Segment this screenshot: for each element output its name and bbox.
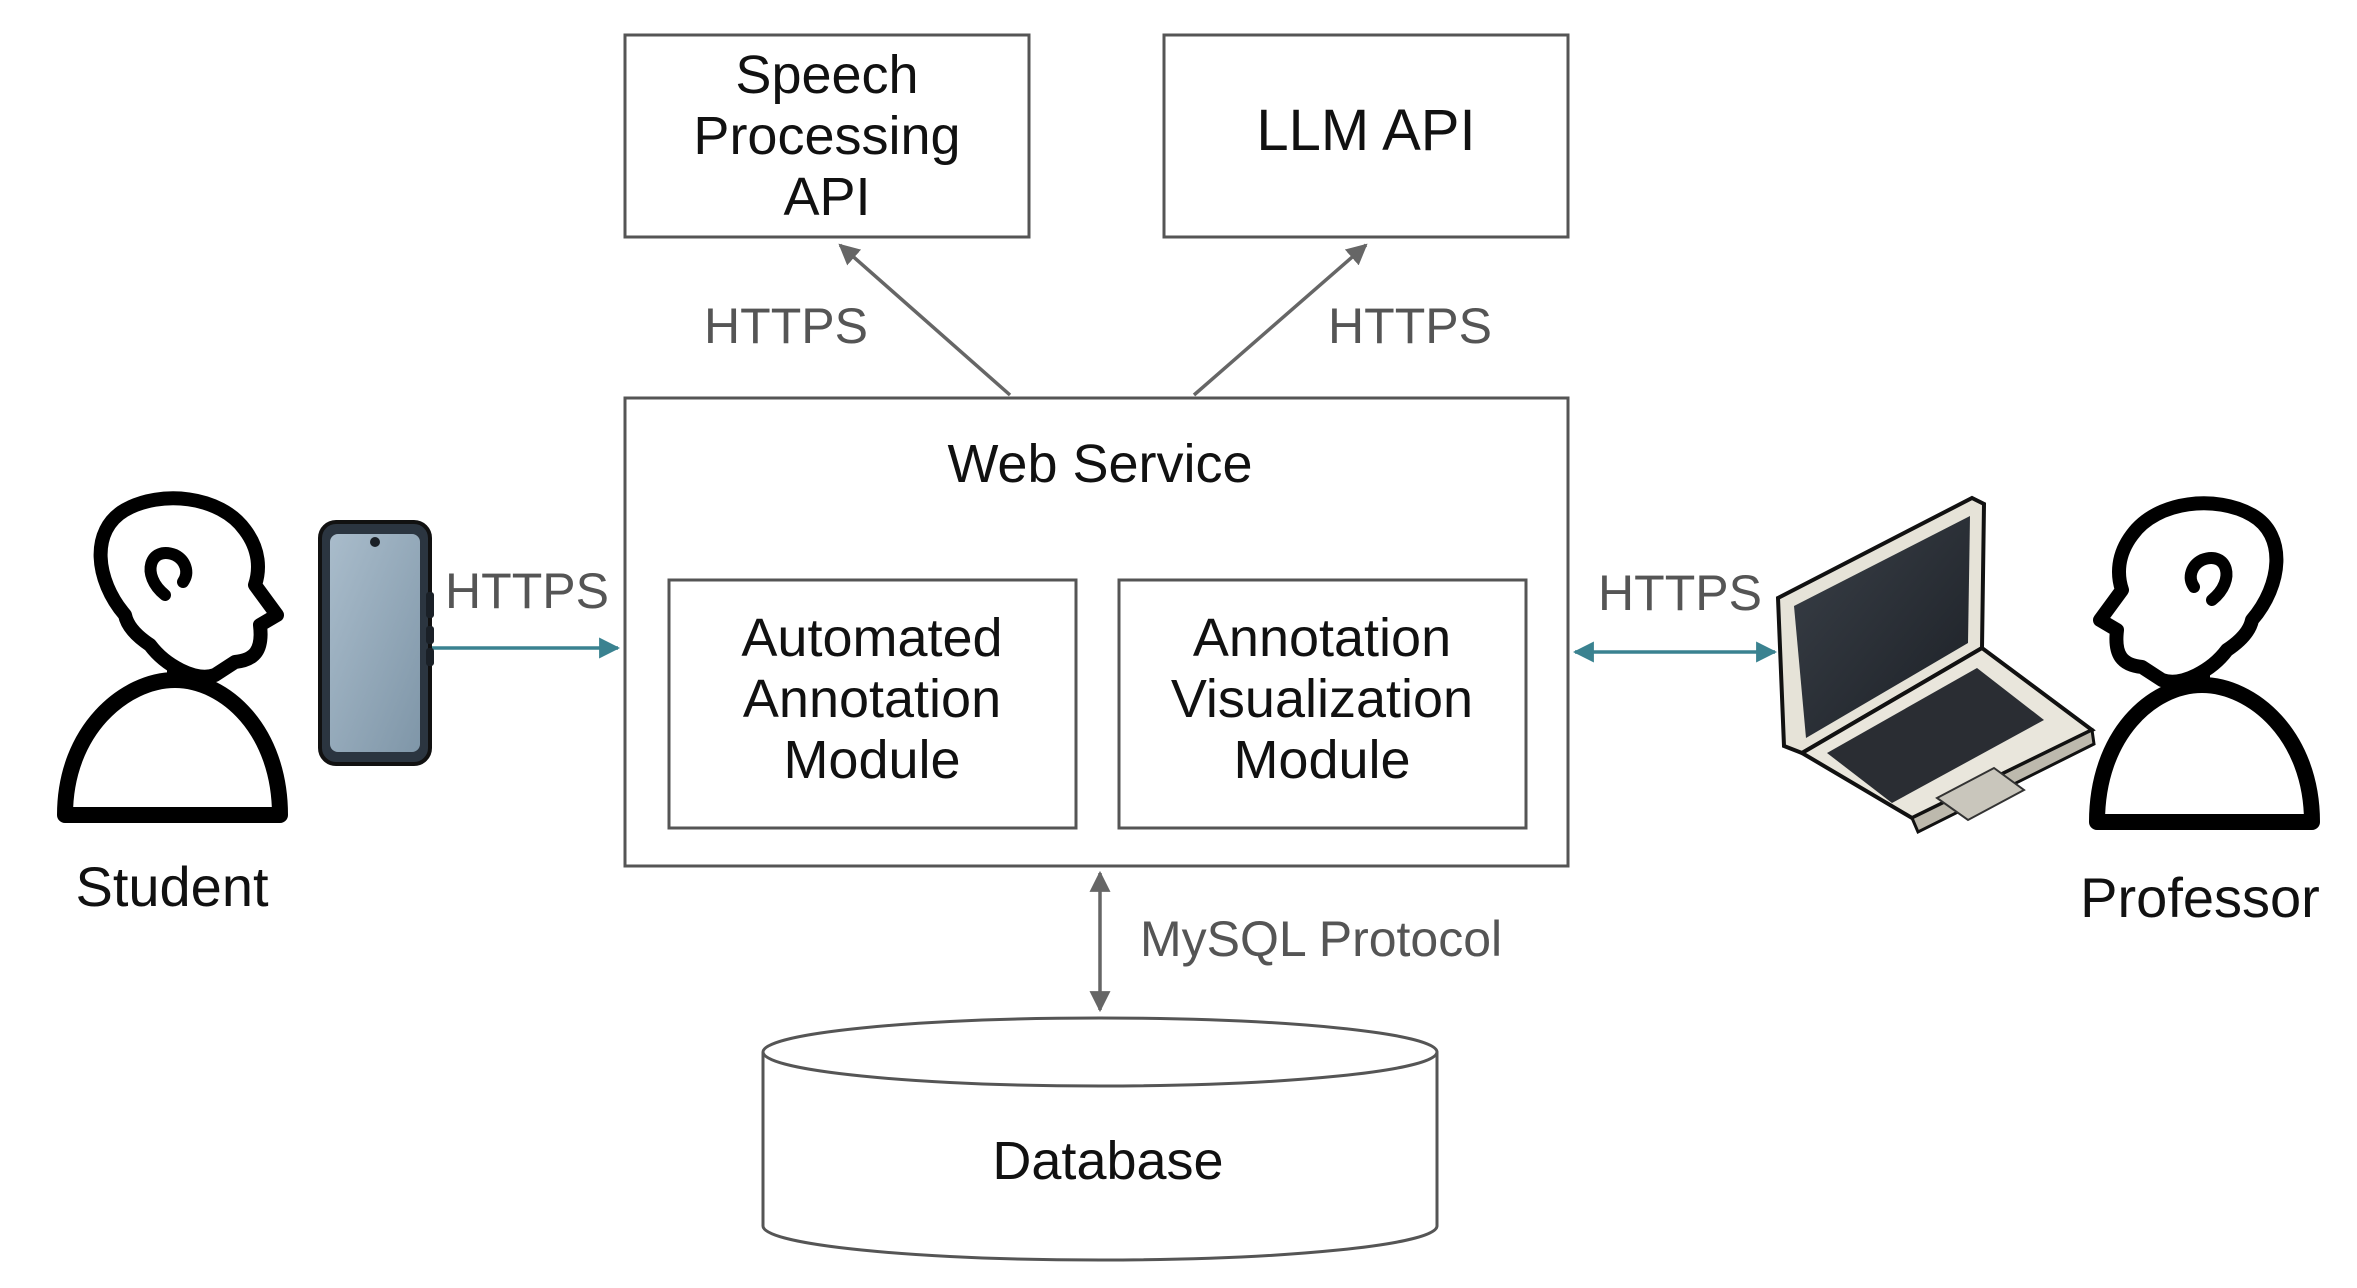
speech-api-label-line-3: API: [783, 167, 870, 227]
speech-api-label-line-2: Processing: [693, 106, 960, 166]
database-label: Database: [992, 1131, 1223, 1191]
student-to-web-label: HTTPS: [445, 563, 609, 619]
database-cylinder: Database: [761, 1016, 1439, 1262]
visualization-module-label-line-3: Module: [1233, 730, 1410, 790]
professor-label: Professor: [2080, 866, 2320, 929]
web-service-label: Web Service: [947, 434, 1252, 494]
llm-api-label: LLM API: [1256, 98, 1475, 163]
automated-annotation-module-box: Automated Annotation Module: [667, 578, 1078, 830]
student-label: Student: [75, 855, 268, 918]
connector-student-to-web: HTTPS: [428, 563, 621, 659]
connector-web-to-speech: HTTPS: [704, 243, 1012, 397]
automated-module-label-line-3: Module: [783, 730, 960, 790]
laptop-icon: [1775, 495, 2096, 835]
person-icon: [57, 491, 288, 823]
speech-api-box: Speech Processing API: [623, 33, 1031, 239]
web-professor-label: HTTPS: [1598, 565, 1762, 621]
visualization-module-label-line-1: Annotation: [1193, 608, 1451, 668]
llm-api-box: LLM API: [1162, 33, 1570, 239]
speech-api-label-line-1: Speech: [735, 45, 918, 105]
web-to-llm-label: HTTPS: [1328, 298, 1492, 354]
web-to-speech-label: HTTPS: [704, 298, 868, 354]
person-icon: [2089, 496, 2320, 830]
automated-module-label-line-2: Annotation: [743, 669, 1001, 729]
connector-web-database: MySQL Protocol: [1089, 870, 1502, 1013]
connector-web-to-llm: HTTPS: [1192, 243, 1492, 397]
visualization-module-label-line-2: Visualization: [1171, 669, 1473, 729]
automated-module-label-line-1: Automated: [741, 608, 1002, 668]
connector-web-professor: HTTPS: [1572, 565, 1778, 663]
annotation-visualization-module-box: Annotation Visualization Module: [1117, 578, 1528, 830]
smartphone-icon: [318, 520, 434, 766]
web-database-label: MySQL Protocol: [1140, 911, 1502, 967]
